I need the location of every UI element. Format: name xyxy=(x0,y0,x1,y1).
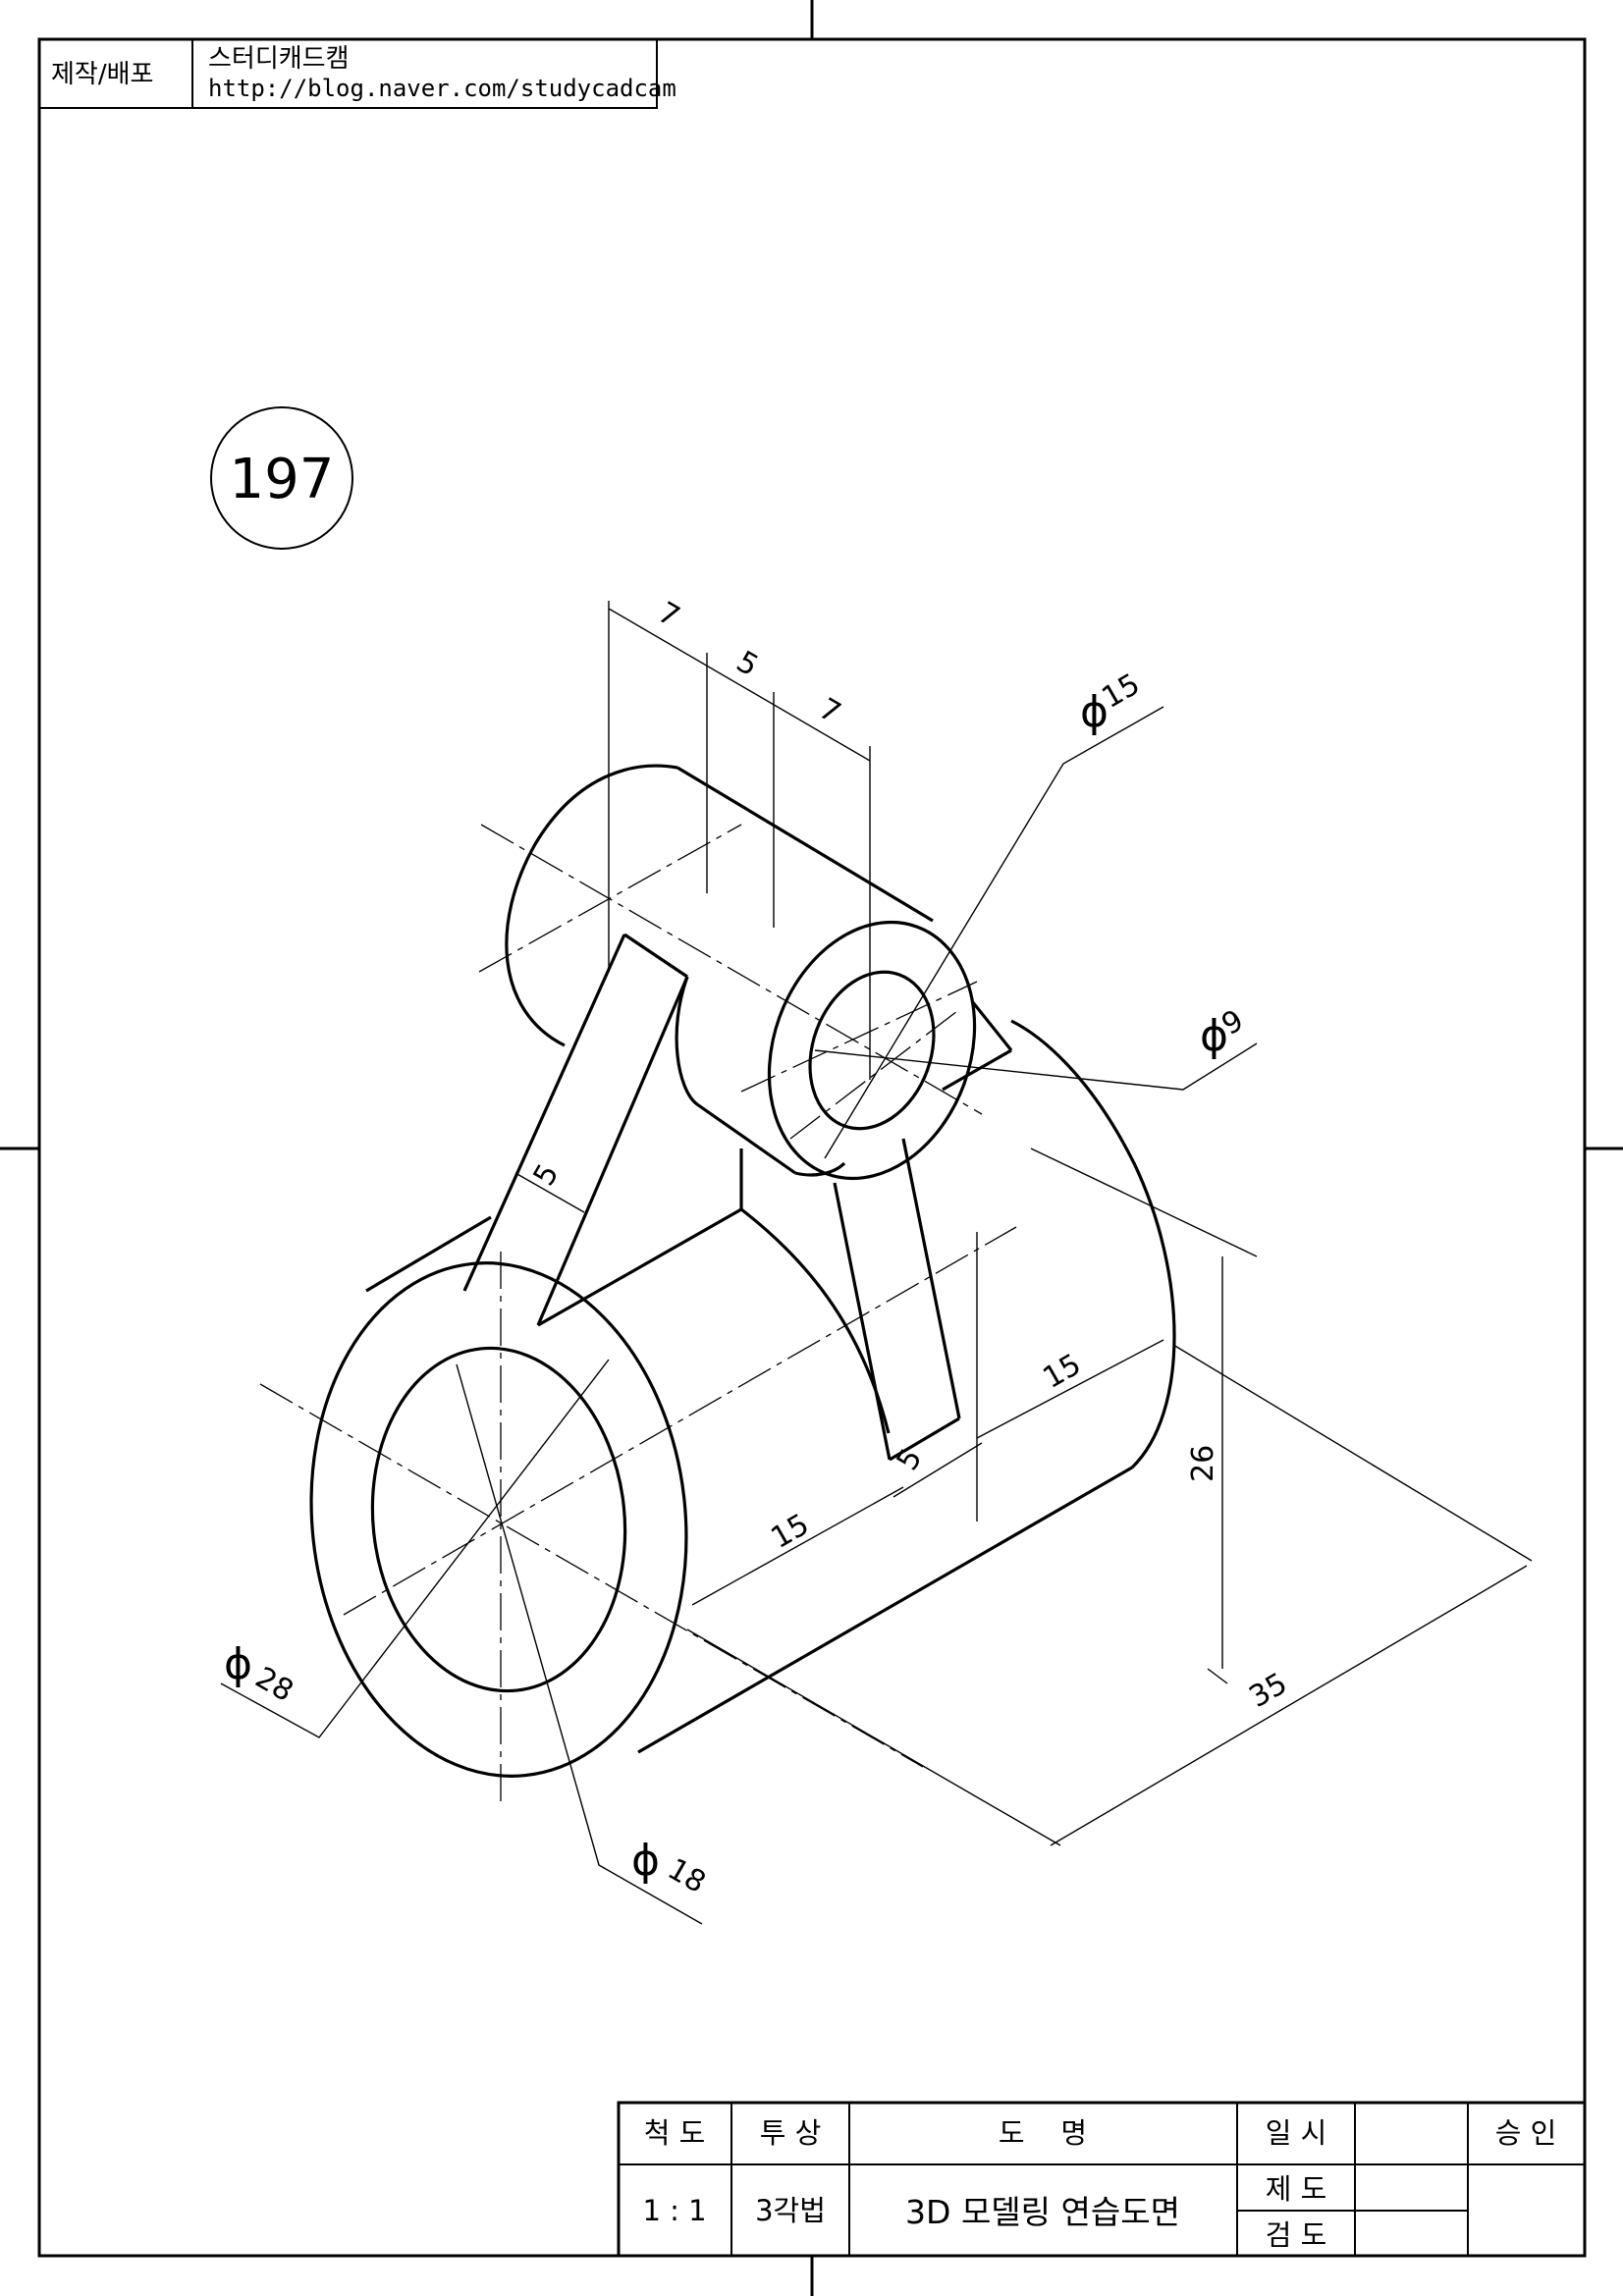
dim-right-15: 15 xyxy=(1038,1348,1088,1396)
tb-projection-value: 3각법 xyxy=(755,2194,826,2227)
tb-scale-label: 척 도 xyxy=(644,2116,706,2150)
tb-drawn-label: 제 도 xyxy=(1266,2172,1327,2206)
header-box: 제작/배포 스터디캐드캠 http://blog.naver.com/study… xyxy=(38,38,676,109)
header-label: 제작/배포 xyxy=(51,60,153,89)
tb-projection-label: 투 상 xyxy=(760,2116,822,2150)
title-block: 척 도 투 상 도 명 일 시 승 인 1 : 1 3각법 3D 모델링 연습도… xyxy=(617,2101,1587,2258)
dim-phi9: ϕ 9 xyxy=(1200,1003,1250,1061)
tb-drawing-name-value: 3D 모델링 연습도면 xyxy=(905,2193,1180,2231)
dim-top-7a: 7 xyxy=(652,596,685,635)
svg-text:18: 18 xyxy=(662,1852,712,1900)
dim-top-5: 5 xyxy=(730,645,764,684)
tb-scale-value: 1 : 1 xyxy=(642,2194,706,2227)
drawing-number-circle: 197 xyxy=(210,406,353,550)
svg-text:28: 28 xyxy=(249,1661,299,1709)
svg-text:ϕ: ϕ xyxy=(224,1639,252,1689)
dim-bottom-15: 15 xyxy=(766,1508,816,1556)
tb-checked-label: 검 도 xyxy=(1266,2218,1327,2252)
tb-drawing-name-label: 도 명 xyxy=(999,2116,1087,2150)
svg-text:ϕ: ϕ xyxy=(631,1836,660,1886)
main-cylinder-front-outer xyxy=(309,1261,688,1778)
dimension-lines xyxy=(220,601,1533,1925)
dimension-labels: 7 5 7 ϕ 15 ϕ 9 ϕ 28 ϕ 18 5 15 5 15 26 35 xyxy=(224,596,1293,1900)
svg-text:ϕ: ϕ xyxy=(1080,687,1109,737)
part-geometry xyxy=(309,764,1176,1778)
header-org: 스터디캐드캠 xyxy=(208,44,350,74)
tb-approval-label: 승 인 xyxy=(1495,2116,1557,2150)
tb-date-label: 일 시 xyxy=(1266,2116,1327,2150)
center-lines xyxy=(259,824,1017,1806)
dim-height-26: 26 xyxy=(1186,1445,1220,1482)
dim-top-7b: 7 xyxy=(813,692,846,731)
main-cylinder-front-bore xyxy=(370,1346,627,1693)
header-url: http://blog.naver.com/studycadcam xyxy=(208,75,676,102)
dim-rib-5: 5 xyxy=(527,1158,567,1192)
dim-phi15: ϕ 15 xyxy=(1080,667,1146,737)
svg-text:ϕ: ϕ xyxy=(1200,1011,1228,1061)
drawing-number: 197 xyxy=(230,448,335,511)
dim-phi28: ϕ 28 xyxy=(224,1639,299,1709)
